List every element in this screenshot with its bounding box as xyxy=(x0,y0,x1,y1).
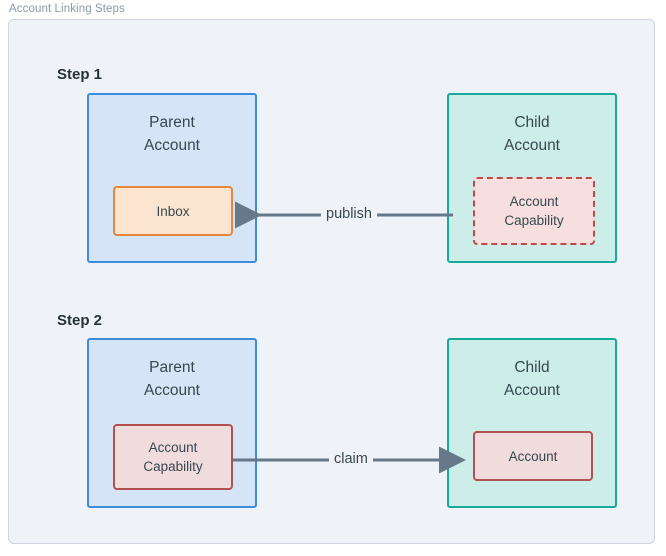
step-2-edge-label-claim: claim xyxy=(329,451,373,467)
step-2-heading: Step 2 xyxy=(57,312,103,329)
step-2-parent-account-box: Parent Account Account Capability xyxy=(87,338,257,508)
step-1-child-account-box: Child Account Account Capability xyxy=(447,93,617,263)
step-1-child-account-capability-chip: Account Capability xyxy=(473,177,595,245)
step-2-child-account-chip: Account xyxy=(473,431,593,481)
diagram-frame: Step 1 Parent Account Inbox Child Accoun… xyxy=(8,19,655,544)
step-2-child-account-title: Child Account xyxy=(503,359,560,399)
step-1-parent-account-box: Parent Account Inbox xyxy=(87,93,257,263)
step-1-parent-inbox-chip: Inbox xyxy=(113,186,233,236)
step-2-parent-account-title: Parent Account xyxy=(143,359,200,399)
step-1-child-account-title: Child Account xyxy=(503,114,560,154)
step-2-parent-account-capability-chip: Account Capability xyxy=(113,424,233,490)
step-1-edge-label-publish: publish xyxy=(321,206,377,222)
step-1-heading: Step 1 xyxy=(57,66,103,83)
step-1-parent-account-title: Parent Account xyxy=(143,114,200,154)
step-2-child-account-box: Child Account Account xyxy=(447,338,617,508)
diagram-caption: Account Linking Steps xyxy=(9,3,125,15)
